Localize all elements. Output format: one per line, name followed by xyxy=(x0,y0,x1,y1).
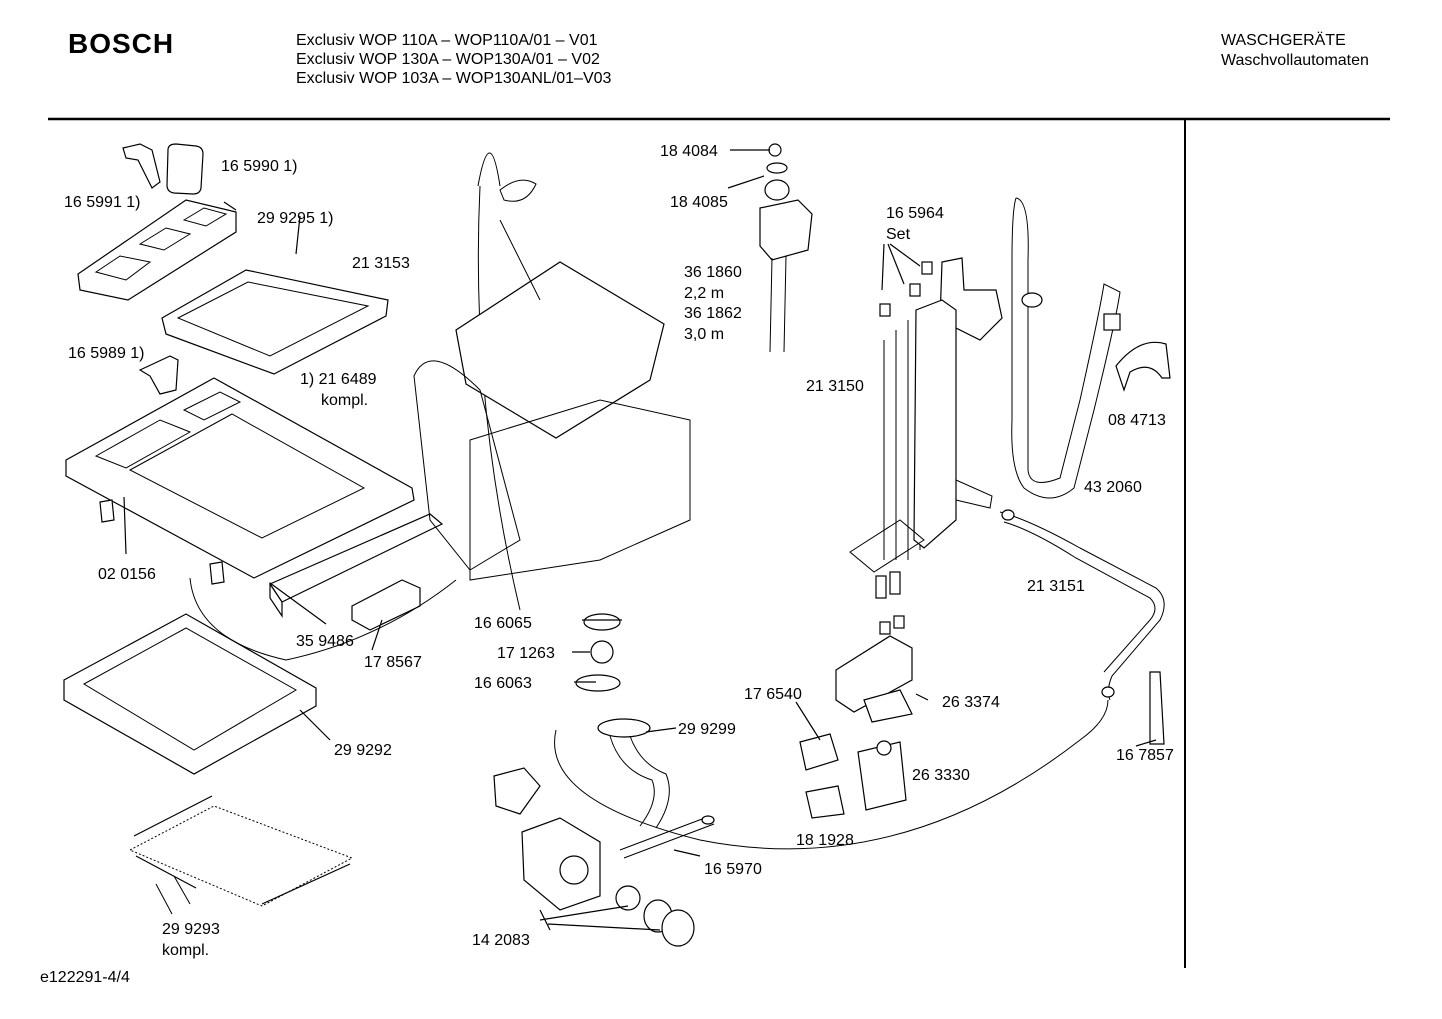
part-label-020156: 02 0156 xyxy=(98,566,156,583)
part-label-299295: 29 9295 1) xyxy=(257,210,334,227)
control-module-drawing xyxy=(835,635,913,723)
part-label-184085: 18 4085 xyxy=(670,194,728,211)
solenoid-valve-drawing xyxy=(857,740,907,811)
drawing-code: e122291-4/4 xyxy=(40,969,130,986)
brand-logo: BOSCH xyxy=(68,28,175,59)
spring-set-drawing xyxy=(128,795,354,915)
part-label-181928: 18 1928 xyxy=(796,832,854,849)
part-labels: 16 5990 1) 16 5991 1) 29 9295 1) 21 3153… xyxy=(64,143,1174,959)
part-label-165964: 16 5964 xyxy=(886,205,944,222)
model-list: Exclusiv WOP 110A – WOP110A/01 – V01 Exc… xyxy=(296,31,611,88)
model-line-2: Exclusiv WOP 130A – WOP130A/01 – V02 xyxy=(296,51,600,68)
suppressor-drawing xyxy=(805,785,845,819)
part-label-299293: 29 9293 xyxy=(162,921,220,938)
part-label-361860-length: 2,2 m xyxy=(684,285,724,302)
water-distributor-drawing xyxy=(849,257,1003,599)
model-line-1: Exclusiv WOP 110A – WOP110A/01 – V01 xyxy=(296,32,598,49)
part-label-361862-length: 3,0 m xyxy=(684,326,724,343)
lid-frame-drawing xyxy=(63,613,317,775)
clip-02-0156-drawing xyxy=(99,499,225,585)
part-label-213153: 21 3153 xyxy=(352,255,410,272)
hose-clamp-drawing xyxy=(619,815,715,859)
detergent-drawer-drawing xyxy=(77,199,237,301)
part-label-167857: 16 7857 xyxy=(1116,747,1174,764)
drain-hose-drawing xyxy=(597,718,670,829)
left-leader-lines xyxy=(123,201,383,741)
category-title: WASCHGERÄTE xyxy=(1221,32,1346,49)
part-label-361862: 36 1862 xyxy=(684,305,742,322)
part-label-165970: 16 5970 xyxy=(704,861,762,878)
detergent-flap-drawing xyxy=(122,143,204,195)
level-hose-drawing xyxy=(999,509,1165,701)
part-label-165991: 16 5991 1) xyxy=(64,194,141,211)
top-cover-drawing xyxy=(65,377,415,579)
part-label-166065: 16 6065 xyxy=(474,615,532,632)
part-label-299299: 29 9299 xyxy=(678,721,736,738)
drain-pump-drawing xyxy=(493,767,695,947)
part-label-216489-kompl: kompl. xyxy=(321,392,368,409)
water-hose-drawing xyxy=(1011,197,1121,499)
part-label-216489: 1) 21 6489 xyxy=(300,371,377,388)
category-subtitle: Waschvollautomaten xyxy=(1221,52,1369,69)
part-label-213150: 21 3150 xyxy=(806,378,864,395)
model-line-3: Exclusiv WOP 103A – WOP130ANL/01–V03 xyxy=(296,70,612,87)
part-label-165964-set: Set xyxy=(886,226,911,243)
part-label-176540: 17 6540 xyxy=(744,686,802,703)
tub-assembly-drawing xyxy=(413,152,691,611)
cable-outline xyxy=(554,699,1109,850)
part-label-263330: 26 3330 xyxy=(912,767,970,784)
middle-leader-lines xyxy=(539,149,770,931)
part-label-184084: 18 4084 xyxy=(660,143,718,160)
part-label-432060: 43 2060 xyxy=(1084,479,1142,496)
part-label-299293-kompl: kompl. xyxy=(162,942,209,959)
part-label-171263: 17 1263 xyxy=(497,645,555,662)
part-label-178567: 17 8567 xyxy=(364,654,422,671)
part-label-359486: 35 9486 xyxy=(296,633,354,650)
part-label-213151: 21 3151 xyxy=(1027,578,1085,595)
part-label-165990: 16 5990 1) xyxy=(221,158,298,175)
connector-set-drawing xyxy=(879,261,933,635)
hinge-clip-drawing xyxy=(138,355,179,395)
valve-hose-drawing xyxy=(759,143,813,353)
part-label-084713: 08 4713 xyxy=(1108,412,1166,429)
drawer-frame-drawing xyxy=(161,269,389,375)
lid-seal-outline xyxy=(189,577,457,661)
filter-drawing xyxy=(799,733,839,771)
part-label-361860: 36 1860 xyxy=(684,264,742,281)
part-label-166063: 16 6063 xyxy=(474,675,532,692)
part-label-165989: 16 5989 1) xyxy=(68,345,145,362)
sealing-set-drawing xyxy=(575,613,621,692)
part-label-299292: 29 9292 xyxy=(334,742,392,759)
door-lock-drawing xyxy=(351,579,421,631)
hose-holder-drawing xyxy=(1115,341,1171,392)
hose-clip-drawing xyxy=(1149,671,1165,745)
category-block: WASCHGERÄTE Waschvollautomaten xyxy=(1221,31,1369,71)
part-label-263374: 26 3374 xyxy=(942,694,1000,711)
part-label-142083: 14 2083 xyxy=(472,932,530,949)
latch-rail-drawing xyxy=(269,513,444,618)
